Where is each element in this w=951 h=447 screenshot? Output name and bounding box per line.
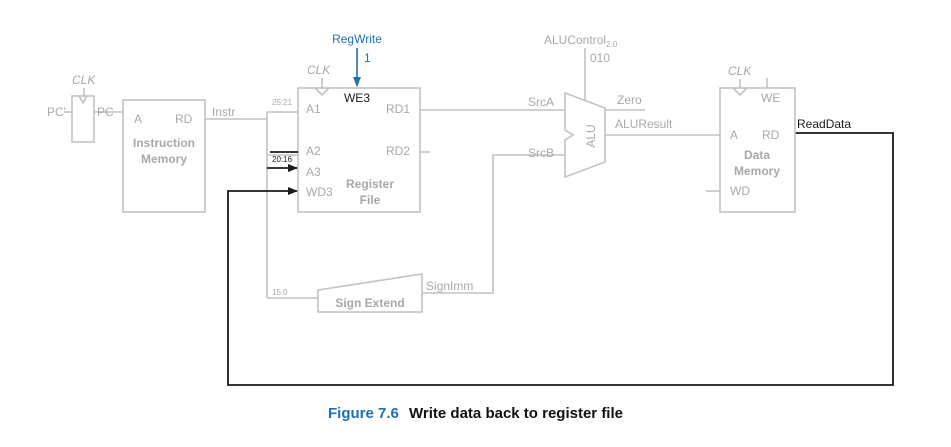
pc-clk-label: CLK [72,73,96,87]
figure-caption: Figure 7.6 Write data back to register f… [0,405,951,422]
im-title-line2: Memory [141,152,187,166]
register-file: CLK A1 A2 A3 WD3 RD1 RD2 Register File [297,63,430,213]
regwrite-label: RegWrite [332,32,382,46]
srca-label: SrcA [528,95,554,109]
pc-clock-triangle [78,95,88,105]
bits-25-21-label: 25:21 [272,98,293,107]
regwrite-value: 1 [364,51,371,65]
figure-number: Figure 7.6 [328,405,399,422]
sign-extend-shape [317,273,423,313]
instr-bus: Instr 25:21 15:0 [205,98,318,299]
data-memory: CLK WE A RD Data Memory WD [706,64,796,213]
sign-extend: Sign Extend SignImm [317,154,565,313]
im-port-rd: RD [175,112,193,126]
signimm-label: SignImm [426,279,473,293]
bits-15-0-label: 15:0 [272,288,288,297]
aluresult-label: ALUResult [615,117,673,131]
dm-clock-triangle [732,87,748,97]
rf-title-line2: File [360,193,381,207]
data-memory-box [719,87,796,213]
bits-20-16-label: 20:16 [272,155,293,164]
pc-register: CLK PC' PC [47,73,123,143]
rf-port-a1: A1 [306,102,321,116]
pc-label: PC [97,105,114,119]
dm-port-a: A [730,128,738,142]
dm-title-line2: Memory [734,164,780,178]
rf-port-a2: A2 [306,144,321,158]
rf-clk-label: CLK [307,63,331,77]
rf-port-a3: A3 [306,165,321,179]
dm-port-we: WE [761,91,780,105]
rf-port-wd3: WD3 [306,185,333,199]
pc-register-box [71,95,95,143]
alucontrol-label: ALUControl2:0 [544,33,618,49]
signimm-wire [422,154,565,294]
instruction-memory-box [122,99,206,213]
alucontrol-value: 010 [590,51,610,65]
zero-label: Zero [617,93,642,107]
dm-title-line1: Data [744,148,770,162]
im-port-a: A [134,112,142,126]
srcb-label: SrcB [528,146,554,160]
rf-port-we3: WE3 [344,91,370,105]
rf-title-line1: Register [346,177,394,191]
dm-port-wd: WD [730,184,750,198]
rf-port-rd1: RD1 [386,102,410,116]
instruction-memory: A RD Instruction Memory [122,99,206,213]
instr-label: Instr [212,105,235,119]
alu-label: ALU [584,124,598,147]
figure-title: Write data back to register file [409,405,623,422]
dm-port-rd: RD [762,128,780,142]
dm-clk-label: CLK [728,64,752,78]
readdata-to-wd3-wire [227,132,894,386]
register-file-box [297,87,421,213]
regwrite-control: RegWrite 1 WE3 [332,32,382,105]
alu-shape [564,91,606,179]
sign-extend-label: Sign Extend [335,296,404,310]
readdata-label: ReadData [797,117,851,131]
rf-clock-triangle [314,87,330,97]
im-title-line1: Instruction [133,136,195,150]
rf-port-rd2: RD2 [386,144,410,158]
pc-prime-label: PC' [47,105,66,119]
alu: ALU ALUControl2:0 010 Zero ALUResult [544,33,720,179]
write-path: 20:16 ReadData [227,117,894,386]
